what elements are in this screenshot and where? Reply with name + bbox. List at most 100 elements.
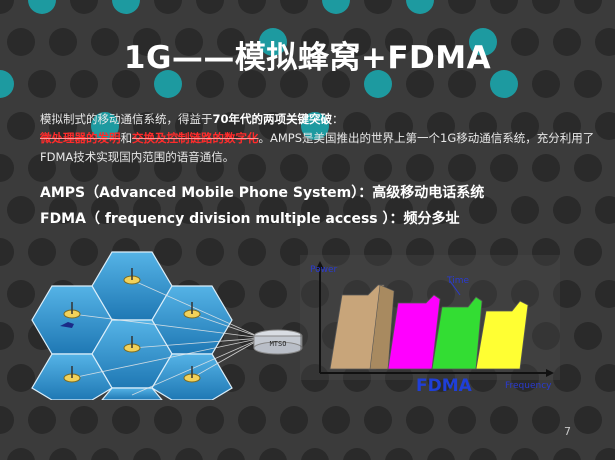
grey-dot <box>364 0 392 14</box>
grey-dot <box>70 154 98 182</box>
grey-dot <box>112 406 140 434</box>
grey-dot <box>196 154 224 182</box>
grey-dot <box>490 0 518 14</box>
grey-dot <box>469 448 497 460</box>
grey-dot <box>7 364 35 392</box>
teal-dot <box>28 0 56 14</box>
grey-dot <box>553 196 581 224</box>
grey-dot <box>70 238 98 266</box>
grey-dot <box>301 196 329 224</box>
grey-dot <box>511 364 539 392</box>
grey-dot <box>511 112 539 140</box>
grey-dot <box>364 406 392 434</box>
grey-dot <box>0 406 14 434</box>
fdma-diagram <box>300 255 560 380</box>
frequency-bands <box>329 284 529 370</box>
grey-dot <box>280 154 308 182</box>
grey-dot <box>91 196 119 224</box>
grey-dot <box>7 196 35 224</box>
grey-dot <box>49 28 77 56</box>
grey-dot <box>7 112 35 140</box>
teal-dot <box>364 70 392 98</box>
grey-dot <box>511 448 539 460</box>
grey-dot <box>301 448 329 460</box>
grey-dot <box>322 70 350 98</box>
grey-dot <box>280 70 308 98</box>
grey-dot <box>343 196 371 224</box>
slide-title: 1G——模拟蜂窝+FDMA <box>123 40 492 76</box>
grey-dot <box>175 28 203 56</box>
grey-dot <box>595 280 615 308</box>
grey-dot <box>133 28 161 56</box>
grey-dot <box>112 70 140 98</box>
grey-dot <box>280 0 308 14</box>
grey-dot <box>574 238 602 266</box>
grey-dot <box>0 0 14 14</box>
grey-dot <box>175 196 203 224</box>
grey-dot <box>553 112 581 140</box>
grey-dot <box>553 448 581 460</box>
grey-dot <box>385 448 413 460</box>
grey-dot <box>301 28 329 56</box>
grey-dot <box>217 28 245 56</box>
grey-dot <box>595 196 615 224</box>
grey-dot <box>532 70 560 98</box>
grey-dot <box>91 448 119 460</box>
teal-dot <box>112 0 140 14</box>
teal-dot <box>301 112 329 140</box>
grey-dot <box>364 238 392 266</box>
base-station-icon <box>63 366 81 383</box>
base-station-icon <box>183 302 201 319</box>
grey-dot <box>49 112 77 140</box>
grey-dot <box>427 28 455 56</box>
grey-dot <box>343 364 371 392</box>
band-1b <box>369 284 395 370</box>
grey-dot <box>490 406 518 434</box>
grey-dot <box>322 238 350 266</box>
grey-dot <box>364 154 392 182</box>
grey-dot <box>574 154 602 182</box>
grey-dot <box>238 0 266 14</box>
grey-dot <box>238 70 266 98</box>
cell-hexagon <box>101 387 163 400</box>
base-station-icon <box>123 268 141 285</box>
grey-dot <box>0 322 14 350</box>
grey-dot <box>259 280 287 308</box>
grey-dot <box>532 322 560 350</box>
grey-dot <box>595 28 615 56</box>
grey-dot <box>49 448 77 460</box>
grey-dot <box>217 280 245 308</box>
grey-dot <box>490 154 518 182</box>
mobile-car-icon <box>60 322 74 328</box>
para-digital-link: 交换及控制链路的数字化 <box>132 131 259 145</box>
grey-dot <box>322 406 350 434</box>
mtso-switch-icon: MTSO <box>253 329 303 355</box>
grey-dot <box>196 70 224 98</box>
grey-dot <box>385 28 413 56</box>
base-station-icon <box>123 336 141 353</box>
grey-dot <box>0 154 14 182</box>
fdma-axis-time-label: Time <box>447 276 470 286</box>
grey-dot <box>301 280 329 308</box>
grey-dot <box>7 448 35 460</box>
grey-dot <box>595 364 615 392</box>
grey-dot <box>196 0 224 14</box>
grey-dot <box>385 112 413 140</box>
grey-dot <box>70 406 98 434</box>
grey-dot <box>574 406 602 434</box>
grey-dot <box>175 448 203 460</box>
grey-dot <box>28 238 56 266</box>
grey-dot <box>406 406 434 434</box>
grey-dot <box>511 280 539 308</box>
grey-dot <box>217 448 245 460</box>
grey-dot <box>574 70 602 98</box>
teal-dot <box>322 0 350 14</box>
grey-dot <box>259 448 287 460</box>
para-and: 和 <box>120 131 133 145</box>
grey-dot <box>0 238 14 266</box>
teal-dot <box>0 70 14 98</box>
grey-dot <box>28 406 56 434</box>
grey-dot <box>595 112 615 140</box>
grey-dot <box>427 448 455 460</box>
